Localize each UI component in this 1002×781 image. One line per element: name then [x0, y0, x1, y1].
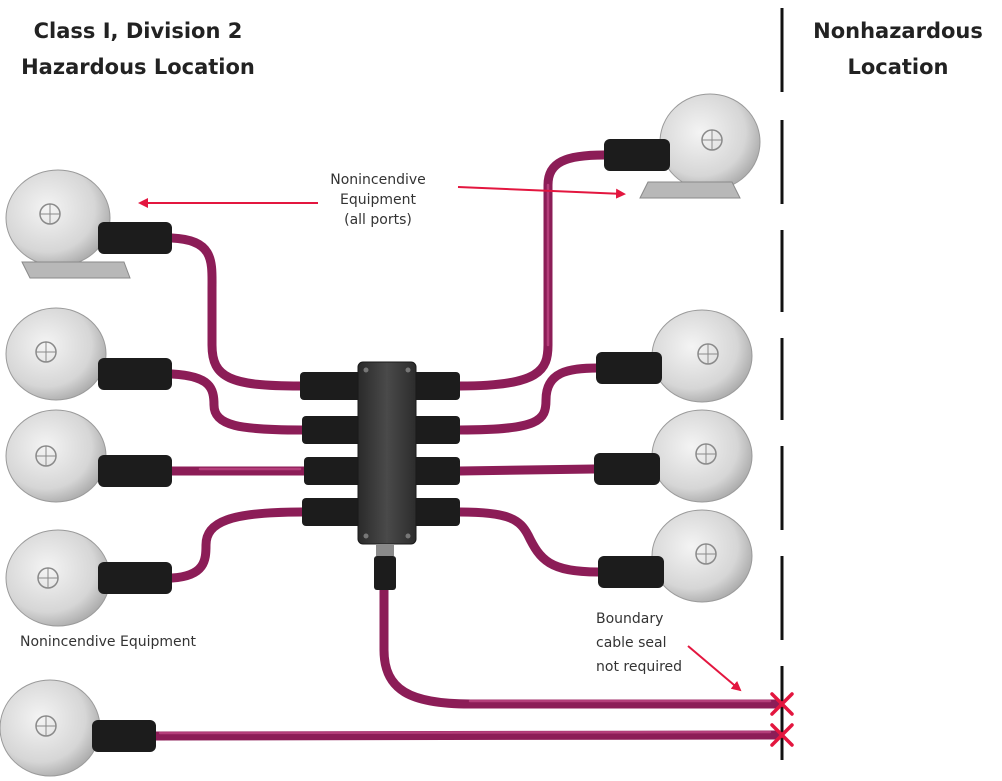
boundary-seal-label-line1: Boundary: [596, 611, 663, 627]
junction-box: [300, 361, 460, 590]
boundary-cross-marks: [770, 692, 794, 747]
boundary-seal-label-line3: not required: [596, 659, 682, 675]
nonhazardous-location-title-line2: Location: [847, 55, 948, 79]
equipment-all-ports-label-line1: Nonincendive: [330, 172, 426, 188]
arrow-to-boundary-crossing: [687, 645, 742, 692]
arrow-to-right-equipment: [457, 186, 626, 199]
hazardous-location-title-line2: Hazardous Location: [21, 55, 255, 79]
equipment-left-3: [5, 409, 172, 503]
equipment-single-label: Nonincendive Equipment: [20, 634, 196, 650]
boundary-seal-label-line2: cable seal: [596, 635, 667, 651]
nonhazardous-location-title-line1: Nonhazardous: [813, 19, 983, 43]
cables: [145, 150, 780, 741]
equipment-left-1: [5, 169, 172, 279]
equipment-right-1: [604, 93, 761, 199]
equipment-all-ports-label-line2: Equipment: [340, 192, 417, 208]
equipment-left-2: [5, 307, 172, 401]
equipment-all-ports-label-line3: (all ports): [344, 212, 412, 228]
cable-left-4: [167, 507, 307, 583]
equipment-bottom-direct: [0, 679, 156, 777]
cable-right-2: [455, 363, 603, 435]
cable-left-2: [167, 369, 307, 435]
cable-left-1: [167, 233, 305, 391]
hazardous-location-title-line1: Class I, Division 2: [34, 19, 243, 43]
cable-trunk: [379, 583, 780, 709]
cable-bottom-direct: [145, 730, 780, 741]
cable-right-4: [455, 507, 603, 577]
equipment-right-3: [594, 409, 753, 503]
equipment-right-2: [596, 309, 753, 403]
equipment-left-4: [5, 529, 172, 627]
cable-right-3: [455, 464, 599, 476]
equipment-right-4: [598, 509, 753, 603]
